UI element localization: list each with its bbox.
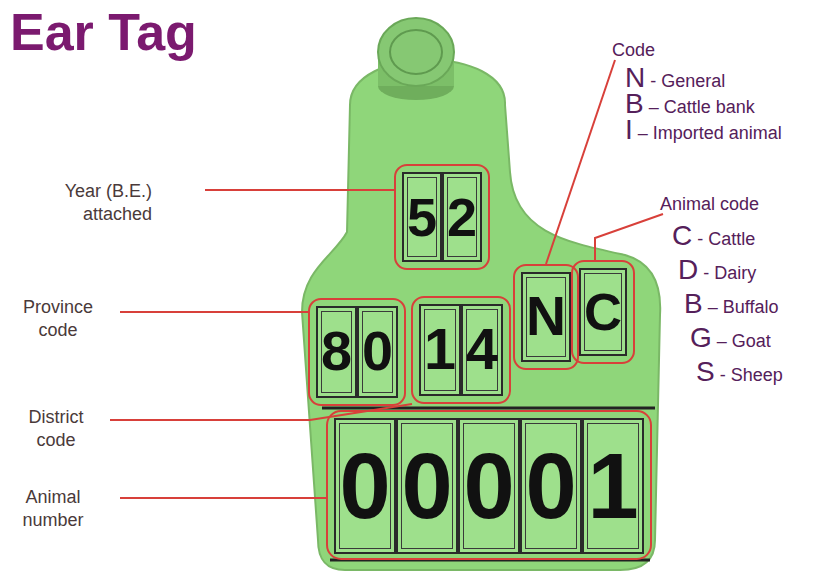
digit-box: C — [579, 268, 627, 356]
leader-line — [120, 497, 326, 499]
digit-box: 8 — [316, 306, 357, 398]
callout-label: Province code — [12, 296, 104, 341]
tag-character: 0 — [463, 440, 514, 532]
tag-character: 4 — [466, 321, 498, 379]
tag-character: N — [526, 289, 566, 344]
digit-box: 1 — [582, 418, 644, 554]
tag-character: 2 — [447, 190, 477, 244]
leader-line — [595, 214, 663, 260]
group-outline — [395, 165, 489, 269]
leader-line — [546, 60, 615, 264]
tag-character: 5 — [407, 190, 437, 244]
diagram-title: Ear Tag — [10, 2, 197, 62]
tag-character: 0 — [401, 440, 452, 532]
callout-label: District code — [14, 406, 98, 451]
digit-box: 0 — [520, 418, 582, 554]
animal-legend-item: G – Goat — [690, 324, 771, 352]
tag-character: 0 — [362, 324, 393, 380]
code-legend-item: B – Cattle bank — [625, 90, 755, 118]
group-outline — [309, 299, 405, 405]
callout-heading: Animal code — [660, 194, 759, 215]
digit-box: 0 — [357, 306, 398, 398]
leader-line — [120, 311, 308, 313]
digit-box: 0 — [334, 418, 396, 554]
animal-legend-item: D - Dairy — [678, 256, 756, 284]
tag-character: 8 — [321, 324, 352, 380]
tag-character: 0 — [525, 440, 576, 532]
digit-box: N — [521, 272, 571, 362]
group-outline — [327, 411, 651, 559]
code-legend-item: N - General — [625, 64, 725, 92]
group-outline — [514, 265, 578, 369]
tag-character: 1 — [587, 440, 638, 532]
digit-box: 4 — [461, 304, 503, 396]
stud-top — [378, 18, 454, 86]
tag-character: 1 — [424, 321, 456, 379]
tag-character: 0 — [339, 440, 390, 532]
digit-box: 0 — [458, 418, 520, 554]
animal-legend-item: C - Cattle — [672, 222, 755, 250]
row-bar — [322, 407, 655, 410]
callout-heading: Code — [612, 40, 655, 61]
callout-label: Animal number — [8, 486, 98, 531]
leader-line — [205, 189, 394, 191]
tag-character: C — [584, 286, 622, 339]
tag-body — [302, 60, 660, 570]
animal-legend-item: B – Buffalo — [684, 290, 778, 318]
group-outline — [412, 297, 510, 403]
stud-emboss — [390, 30, 442, 74]
code-legend-item: I – Imported animal — [625, 116, 782, 144]
digit-box: 2 — [442, 172, 482, 262]
animal-legend-item: S - Sheep — [696, 358, 783, 386]
group-outline — [572, 261, 634, 363]
digit-box: 5 — [402, 172, 442, 262]
callout-label: Year (B.E.) attached — [40, 180, 152, 225]
digit-box: 1 — [419, 304, 461, 396]
digit-box: 0 — [396, 418, 458, 554]
